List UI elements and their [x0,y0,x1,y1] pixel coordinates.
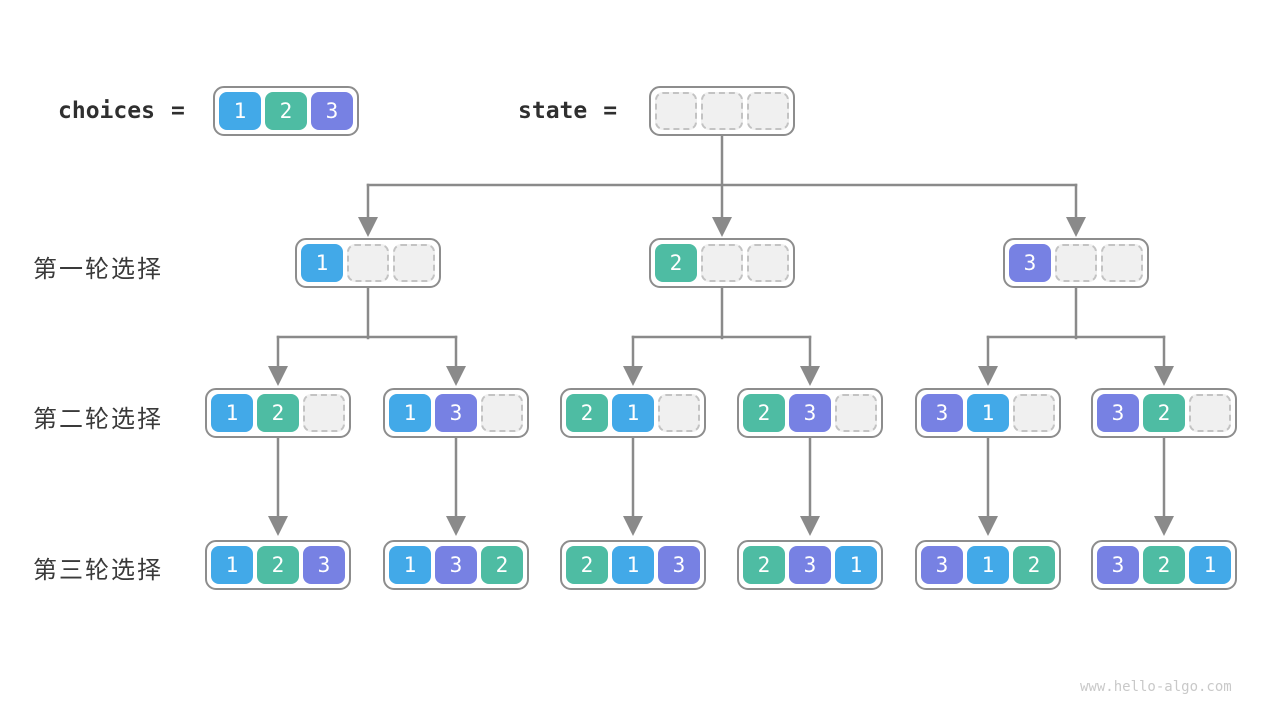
node-l1-0: 1 [295,238,441,288]
array-cell [1101,244,1143,282]
array-cell: 1 [211,394,253,432]
state-cell [747,92,789,130]
array-cell: 1 [835,546,877,584]
array-cell: 1 [612,394,654,432]
array-cell: 2 [743,546,785,584]
array-cell [1189,394,1231,432]
node-l2-4: 3 1 [915,388,1061,438]
watermark-text: www.hello-algo.com [1080,679,1232,695]
array-cell: 2 [743,394,785,432]
choices-label: choices [58,98,155,124]
array-cell: 2 [1143,546,1185,584]
array-cell: 3 [658,546,700,584]
node-l2-0: 1 2 [205,388,351,438]
array-cell: 2 [257,394,299,432]
row-label-round-3: 第三轮选择 [33,557,163,584]
choices-array: 1 2 3 [213,86,359,136]
array-cell: 3 [921,546,963,584]
state-cell [701,92,743,130]
node-l2-2: 2 1 [560,388,706,438]
node-l3-2: 2 1 3 [560,540,706,590]
array-cell: 2 [655,244,697,282]
node-l2-1: 1 3 [383,388,529,438]
array-cell: 2 [1143,394,1185,432]
node-l3-0: 1 2 3 [205,540,351,590]
array-cell: 1 [967,394,1009,432]
node-l2-3: 2 3 [737,388,883,438]
state-label: state [518,98,588,124]
node-l1-2: 3 [1003,238,1149,288]
array-cell: 3 [1097,394,1139,432]
array-cell: 1 [1189,546,1231,584]
array-cell [303,394,345,432]
array-cell: 3 [435,394,477,432]
choices-expression: choices = [58,86,185,136]
state-array-root [649,86,795,136]
array-cell: 1 [211,546,253,584]
state-cell [655,92,697,130]
array-cell: 2 [566,394,608,432]
choices-cell: 3 [311,92,353,130]
array-cell: 3 [1009,244,1051,282]
level2-edges [268,436,1174,536]
array-cell: 3 [1097,546,1139,584]
array-cell [835,394,877,432]
choices-cell: 1 [219,92,261,130]
array-cell: 3 [303,546,345,584]
array-cell: 1 [389,394,431,432]
array-cell: 2 [1013,546,1055,584]
array-cell [1013,394,1055,432]
choices-cell: 2 [265,92,307,130]
array-cell [393,244,435,282]
node-l1-1: 2 [649,238,795,288]
array-cell: 2 [566,546,608,584]
state-expression: state = [518,86,617,136]
array-cell: 3 [921,394,963,432]
row-label-round-1: 第一轮选择 [33,256,163,283]
equals-sign: = [170,98,185,124]
root-edges [358,134,1086,237]
node-l3-4: 3 1 2 [915,540,1061,590]
array-cell [1055,244,1097,282]
node-l2-5: 3 2 [1091,388,1237,438]
node-l3-3: 2 3 1 [737,540,883,590]
node-l3-1: 1 3 2 [383,540,529,590]
array-cell: 3 [789,546,831,584]
array-cell [701,244,743,282]
array-cell: 1 [967,546,1009,584]
array-cell: 2 [481,546,523,584]
array-cell: 1 [612,546,654,584]
array-cell: 3 [435,546,477,584]
array-cell: 2 [257,546,299,584]
equals-sign: = [603,98,618,124]
array-cell: 3 [789,394,831,432]
array-cell: 1 [301,244,343,282]
row-label-round-2: 第二轮选择 [33,406,163,433]
array-cell [481,394,523,432]
level1-edges [268,286,1174,386]
array-cell [347,244,389,282]
array-cell [658,394,700,432]
node-l3-5: 3 2 1 [1091,540,1237,590]
array-cell [747,244,789,282]
array-cell: 1 [389,546,431,584]
